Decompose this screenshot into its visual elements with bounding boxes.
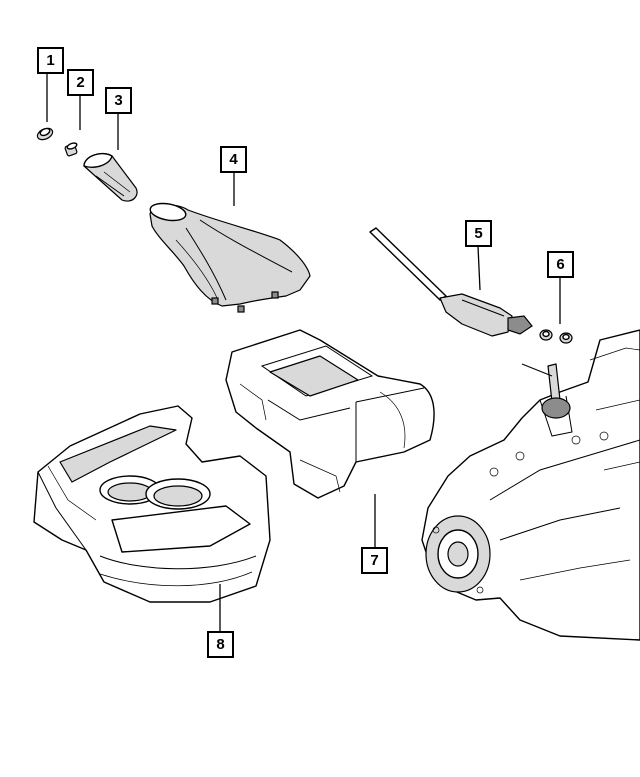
callout-4: 4 [220, 146, 247, 173]
transmission-assembly [421, 329, 640, 641]
part-4-shift-boot[interactable] [149, 201, 311, 313]
callout-6: 6 [547, 251, 574, 278]
part-6-nuts[interactable] [539, 329, 573, 344]
callout-label-3: 3 [114, 92, 122, 109]
part-2-bushing[interactable] [64, 142, 78, 157]
callout-label-7: 7 [370, 552, 378, 569]
callout-label-6: 6 [556, 256, 564, 273]
callout-label-2: 2 [76, 74, 84, 91]
callout-label-4: 4 [229, 151, 238, 168]
part-5-shift-lever[interactable] [369, 227, 533, 337]
callout-label-5: 5 [474, 225, 482, 242]
part-8-center-console[interactable] [33, 405, 271, 603]
callout-7: 7 [361, 547, 388, 574]
callout-label-8: 8 [216, 636, 224, 653]
part-7-console-bracket[interactable] [225, 329, 435, 499]
callout-1: 1 [37, 47, 64, 74]
callout-8: 8 [207, 631, 234, 658]
callout-3: 3 [105, 87, 132, 114]
part-1-nut[interactable] [36, 126, 55, 142]
callout-5: 5 [465, 220, 492, 247]
part-3-shift-knob[interactable] [83, 152, 138, 202]
callout-label-1: 1 [46, 52, 54, 69]
leader-lines [46, 73, 561, 632]
callout-2: 2 [67, 69, 94, 96]
